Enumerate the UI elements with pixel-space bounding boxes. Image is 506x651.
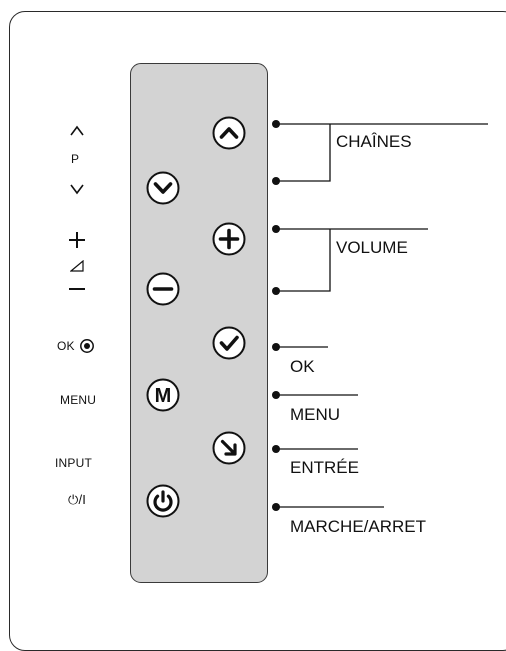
callout-dot bbox=[272, 225, 280, 233]
volume-up-button[interactable] bbox=[212, 222, 246, 256]
callout-channels: CHAÎNES bbox=[336, 132, 412, 151]
caret-up-icon bbox=[70, 125, 84, 136]
callout-ok: OK bbox=[290, 357, 315, 376]
callout-dot bbox=[272, 120, 280, 128]
callout-dot bbox=[272, 503, 280, 511]
callout-lines bbox=[272, 120, 488, 511]
callout-input: ENTRÉE bbox=[290, 458, 359, 477]
volume-wedge-icon bbox=[70, 260, 84, 272]
callout-dot bbox=[272, 445, 280, 453]
ok-label: OK bbox=[57, 339, 75, 353]
caret-down-icon bbox=[70, 184, 84, 195]
channel-up-button[interactable] bbox=[212, 116, 246, 150]
volume-down-button[interactable] bbox=[146, 272, 180, 306]
svg-text:M: M bbox=[155, 385, 172, 407]
callout-dot bbox=[272, 391, 280, 399]
input-button[interactable] bbox=[212, 431, 246, 465]
callout-dot bbox=[272, 287, 280, 295]
input-label: INPUT bbox=[55, 456, 92, 470]
channel-letter-label: P bbox=[71, 152, 80, 166]
power-button[interactable] bbox=[146, 484, 180, 518]
callout-power: MARCHE/ARRET bbox=[290, 517, 427, 536]
ok-button[interactable] bbox=[212, 326, 246, 360]
minus-sign-icon bbox=[69, 288, 85, 290]
ok-dot-icon bbox=[80, 339, 94, 353]
callout-menu: MENU bbox=[290, 405, 341, 424]
channel-down-button[interactable] bbox=[146, 171, 180, 205]
callout-dot bbox=[272, 343, 280, 351]
callout-volume: VOLUME bbox=[336, 238, 408, 257]
menu-button[interactable]: M bbox=[146, 378, 180, 412]
plus-sign-icon bbox=[69, 232, 85, 248]
power-label: ⏻/I bbox=[68, 492, 87, 507]
menu-label: MENU bbox=[60, 393, 97, 407]
callout-dot bbox=[272, 177, 280, 185]
